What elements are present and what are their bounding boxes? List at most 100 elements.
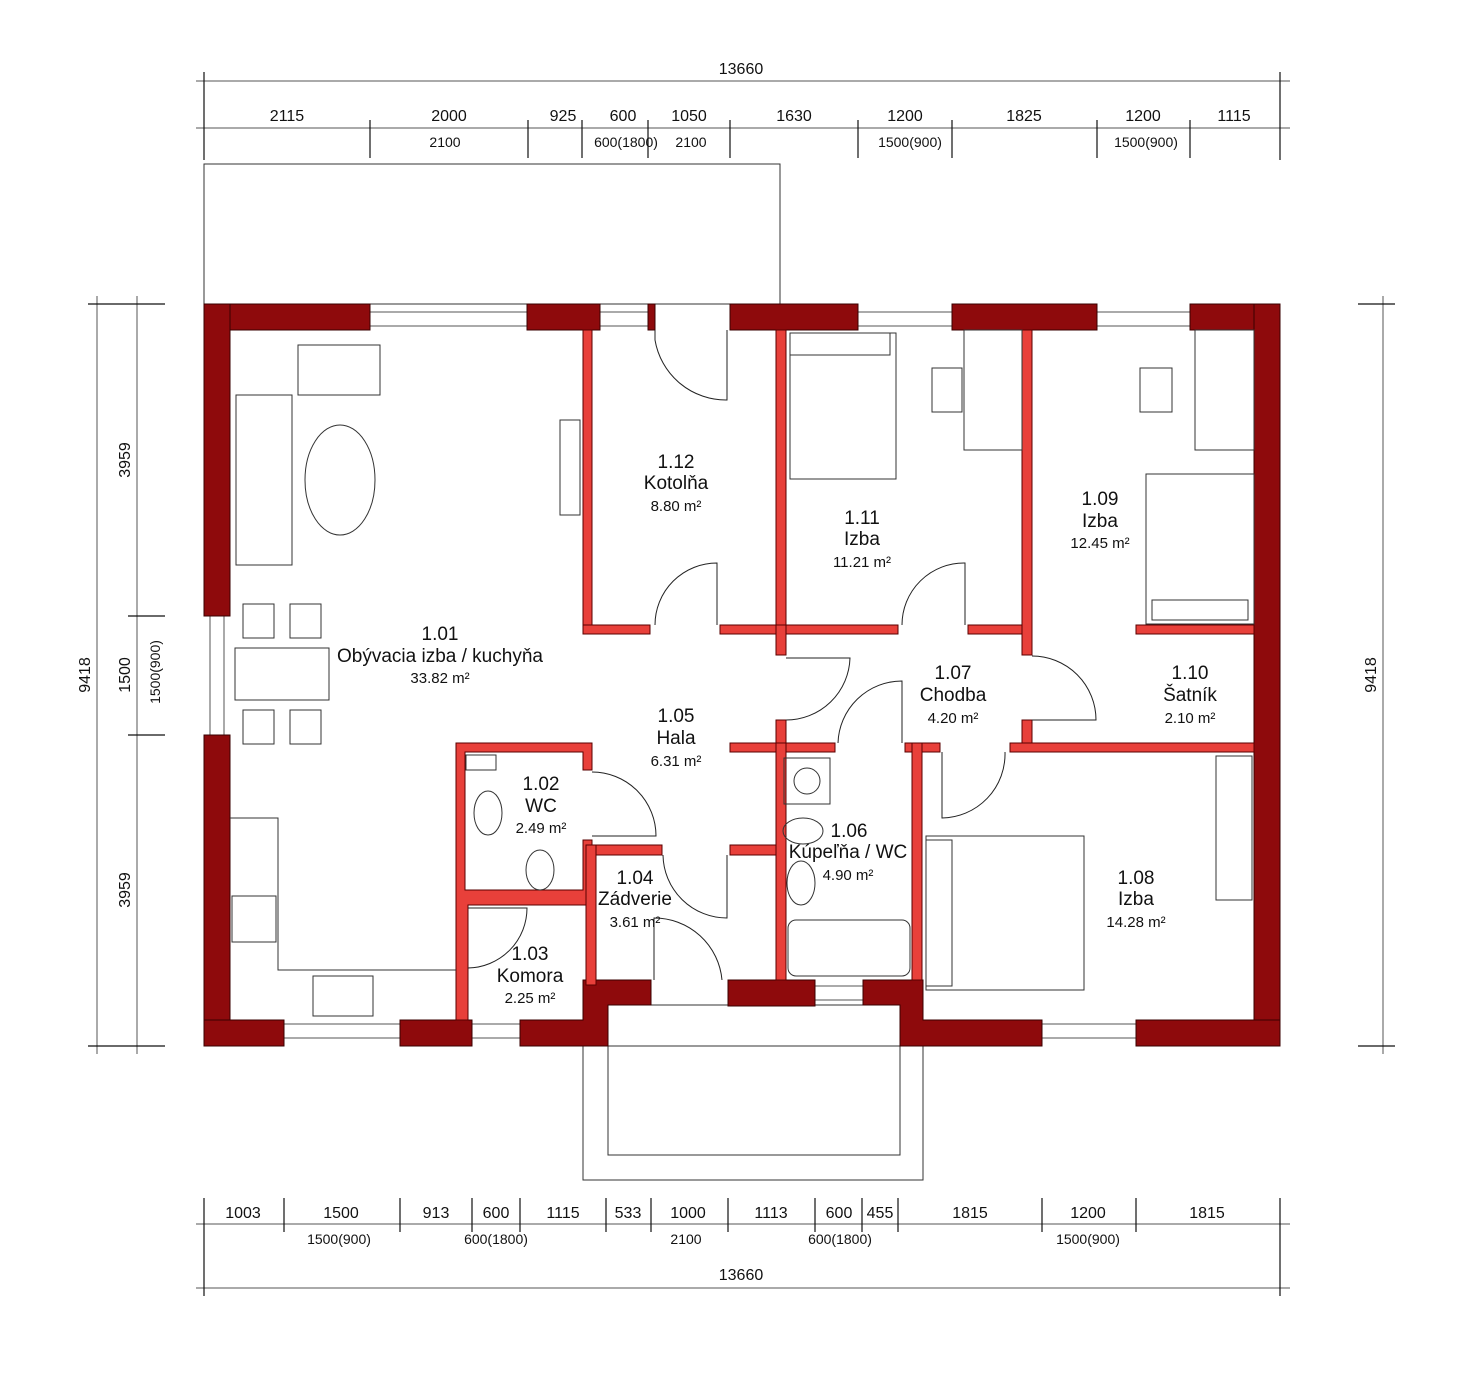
right-total-dimension: 9418	[1363, 657, 1380, 693]
dimension-label: 455	[867, 1205, 894, 1222]
dimension-label: 1815	[952, 1205, 988, 1222]
room-number: 1.03	[512, 944, 549, 965]
dimension-label: 3959	[117, 872, 134, 908]
bottom-dimensions: 1003 1500 913 600 1115 533 1000 1113 600…	[196, 1198, 1290, 1296]
room-number: 1.07	[935, 663, 972, 684]
opening-height-label: 1500(900)	[1114, 134, 1178, 150]
opening-height-label: 1500(900)	[878, 134, 942, 150]
room-area: 6.31 m²	[651, 753, 702, 770]
washbasin	[473, 790, 503, 836]
dimension-label: 925	[550, 108, 577, 125]
opening-height-label: 600(1800)	[594, 134, 658, 150]
room-number: 1.08	[1118, 868, 1155, 889]
dimension-label: 600	[826, 1205, 853, 1222]
toilet	[525, 849, 555, 891]
dimension-label: 600	[610, 108, 637, 125]
dimension-label: 2000	[431, 108, 467, 125]
windows	[209, 311, 1191, 1039]
room-name: Zádverie	[598, 889, 672, 910]
side-dimensions: 9418 3959 1500 3959 1500(900) 9418	[77, 296, 1395, 1054]
furniture	[230, 329, 1255, 1017]
sofa	[235, 394, 293, 566]
dimension-label: 1500	[117, 657, 134, 693]
room-area: 2.10 m²	[1165, 710, 1216, 727]
wardrobe	[1215, 755, 1253, 901]
opening-height-label: 2100	[429, 134, 460, 150]
top-total-dimension: 13660	[719, 61, 764, 78]
armchair	[297, 344, 381, 396]
room-1-02: 1.02 WC 2.49 m²	[516, 774, 567, 837]
room-number: 1.12	[658, 452, 695, 473]
opening-height-label: 1500(900)	[1056, 1231, 1120, 1247]
room-number: 1.06	[831, 821, 868, 842]
opening-height-label: 2100	[675, 134, 706, 150]
room-1-10: 1.10 Šatník 2.10 m²	[1163, 663, 1217, 727]
dimension-label: 1200	[1125, 108, 1161, 125]
room-number: 1.10	[1172, 663, 1209, 684]
opening-height-label: 600(1800)	[464, 1231, 528, 1247]
room-1-01: 1.01 Obývacia izba / kuchyňa 33.82 m²	[337, 624, 543, 687]
room-name: Izba	[1118, 889, 1154, 910]
left-total-dimension: 9418	[77, 657, 94, 693]
dining-table	[234, 647, 330, 701]
interior-walls	[455, 329, 1255, 1021]
washbasin	[786, 860, 816, 906]
room-name: Izba	[1082, 511, 1118, 532]
opening-height-label: 1500(900)	[147, 640, 163, 704]
dimension-label: 1000	[670, 1205, 706, 1222]
sink	[465, 754, 497, 771]
dimension-label: 1115	[546, 1205, 579, 1222]
dimension-label: 1630	[776, 108, 812, 125]
toilet	[782, 817, 824, 845]
chair	[931, 367, 963, 413]
dimension-label: 600	[483, 1205, 510, 1222]
room-area: 2.25 m²	[505, 990, 556, 1007]
room-name: Izba	[844, 529, 880, 550]
room-area: 11.21 m²	[833, 554, 891, 571]
exterior-walls	[203, 303, 1281, 1047]
dimension-label: 1003	[225, 1205, 261, 1222]
bed	[925, 835, 1085, 991]
room-name: Hala	[656, 728, 696, 749]
opening-height-label: 2100	[670, 1231, 701, 1247]
dimension-label: 2115	[270, 108, 305, 125]
room-1-08: 1.08 Izba 14.28 m²	[1106, 868, 1165, 931]
bed	[789, 332, 891, 356]
dimension-label: 913	[423, 1205, 450, 1222]
room-number: 1.04	[617, 868, 654, 889]
room-labels: 1.01 Obývacia izba / kuchyňa 33.82 m² 1.…	[337, 452, 1217, 1007]
terrace	[203, 163, 781, 305]
washing-machine	[783, 757, 831, 805]
room-name: Kotolňa	[644, 473, 709, 494]
entrance-porch	[582, 1004, 924, 1181]
room-area: 8.80 m²	[651, 498, 702, 515]
room-area: 4.90 m²	[823, 867, 874, 884]
dimension-label: 1500	[323, 1205, 359, 1222]
dimension-label: 1815	[1189, 1205, 1225, 1222]
room-name: WC	[525, 796, 557, 817]
desk	[1194, 329, 1255, 451]
room-number: 1.02	[523, 774, 560, 795]
opening-height-label: 600(1800)	[808, 1231, 872, 1247]
cooktop	[231, 895, 277, 943]
bed	[1145, 473, 1255, 625]
room-1-11: 1.11 Izba 11.21 m²	[833, 508, 891, 571]
doors	[467, 330, 1097, 981]
dimension-label: 1113	[754, 1205, 787, 1222]
room-area: 4.20 m²	[928, 710, 979, 727]
dimension-label: 1825	[1006, 108, 1042, 125]
bottom-total-dimension: 13660	[719, 1267, 764, 1284]
chair	[1139, 367, 1173, 413]
room-name: Chodba	[920, 685, 987, 706]
room-1-12: 1.12 Kotolňa 8.80 m²	[644, 452, 709, 515]
room-1-07: 1.07 Chodba 4.20 m²	[920, 663, 987, 727]
room-number: 1.05	[658, 706, 695, 727]
room-1-04: 1.04 Zádverie 3.61 m²	[598, 868, 672, 931]
room-1-09: 1.09 Izba 12.45 m²	[1070, 489, 1129, 552]
dimension-label: 1050	[671, 108, 707, 125]
kitchen-counter	[230, 817, 456, 971]
room-area: 14.28 m²	[1106, 914, 1165, 931]
dimension-label: 1115	[1217, 108, 1250, 125]
room-name: Kúpeľňa / WC	[789, 842, 908, 863]
